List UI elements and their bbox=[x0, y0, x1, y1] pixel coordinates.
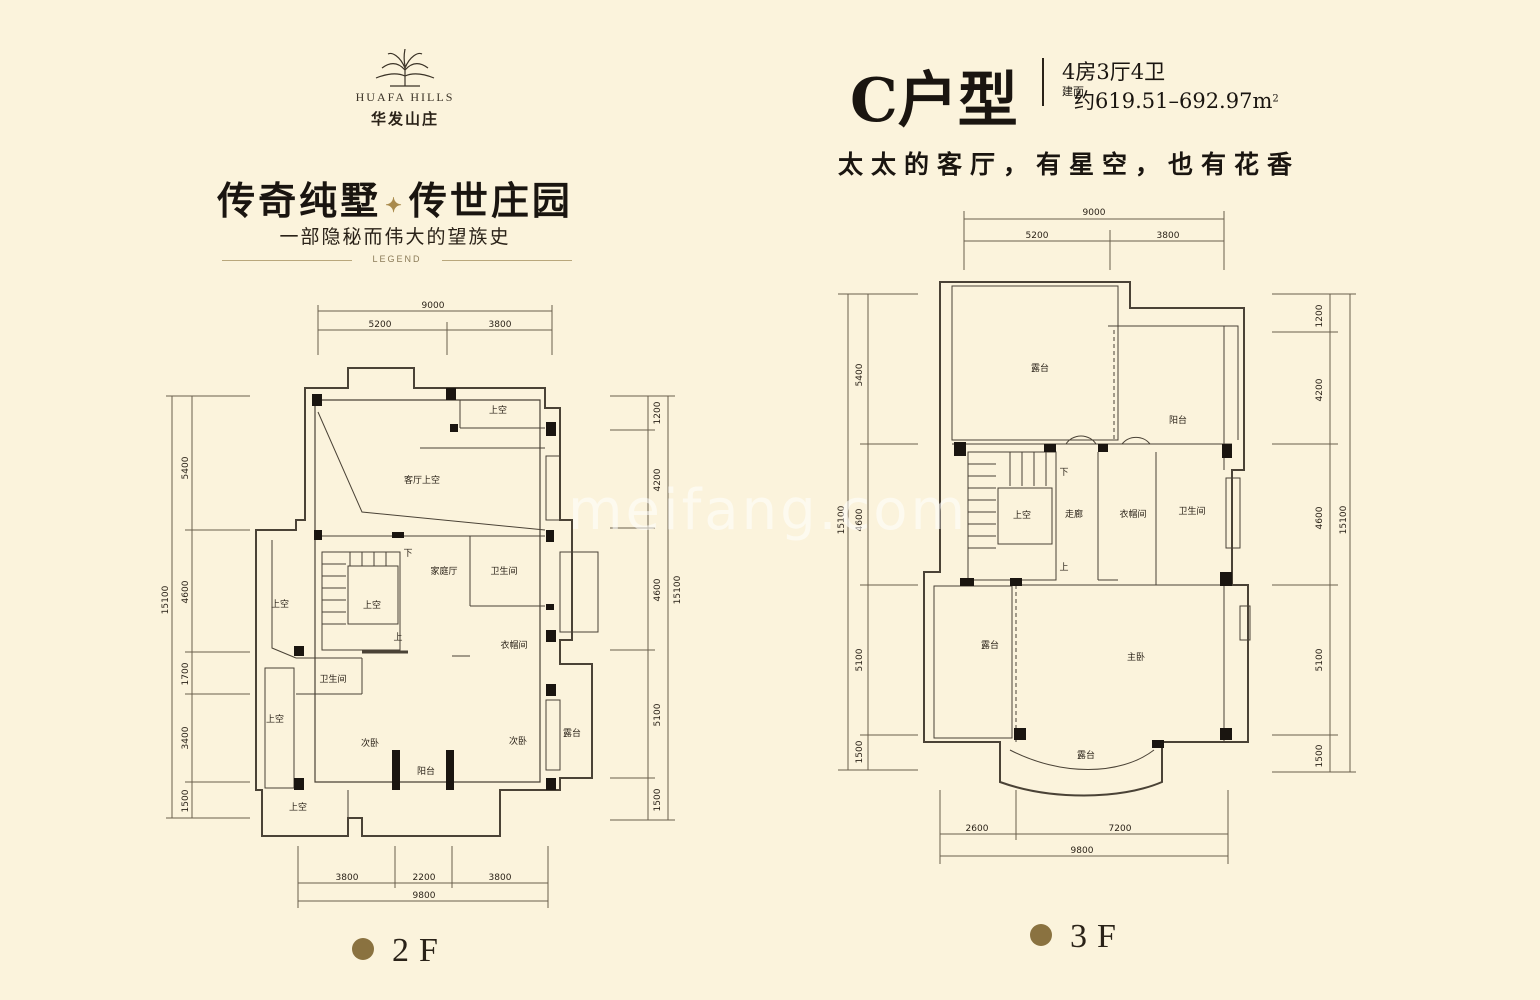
f3-dim-left-d: 1500 bbox=[855, 740, 865, 763]
area-unit-sup: 2 bbox=[1272, 93, 1279, 105]
f2-dim-left-a: 5400 bbox=[181, 456, 191, 479]
f2-room-void-left1: 上空 bbox=[271, 598, 289, 610]
f2-dim-top-b: 3800 bbox=[489, 320, 512, 330]
f2-room-family-hall: 家庭厅 bbox=[430, 565, 457, 577]
f3-dim-left-a: 5400 bbox=[855, 363, 865, 386]
f3-dim-top-b: 3800 bbox=[1157, 231, 1180, 241]
floor2-label: 2F bbox=[352, 932, 448, 970]
brand-name-en: HUAFA HILLS bbox=[355, 90, 455, 104]
f2-dim-left-d: 3400 bbox=[181, 726, 191, 749]
f3-room-corridor: 走廊 bbox=[1065, 508, 1083, 520]
f2-room-closet: 衣帽间 bbox=[500, 639, 527, 651]
unit-tagline: 太太的客厅，有星空，也有花香 bbox=[838, 150, 1301, 179]
f3-dim-bottom-b: 7200 bbox=[1109, 824, 1132, 834]
unit-area: 建面约619.51–692.97m2 bbox=[1062, 85, 1279, 115]
f3-room-balcony: 阳台 bbox=[1169, 414, 1187, 426]
f2-room-bath1: 卫生间 bbox=[490, 565, 517, 577]
f2-dim-bottom-a: 3800 bbox=[336, 873, 359, 883]
slogan-right: 传世庄园 bbox=[408, 178, 573, 223]
f2-dim-bottom-total: 9800 bbox=[413, 891, 436, 901]
f2-dim-right-d: 5100 bbox=[653, 703, 663, 726]
f3-dim-bottom-a: 2600 bbox=[966, 824, 989, 834]
f2-dim-left-b: 4600 bbox=[181, 580, 191, 603]
f2-room-bath2: 卫生间 bbox=[319, 673, 346, 685]
divider-line-right bbox=[442, 260, 572, 261]
area-value: 约619.51–692.97m bbox=[1074, 89, 1273, 113]
tree-logo-icon bbox=[375, 48, 435, 87]
f3-dim-top-a: 5200 bbox=[1026, 231, 1049, 241]
f2-dim-top-a: 5200 bbox=[369, 320, 392, 330]
f3-room-void-stair: 上空 bbox=[1013, 509, 1031, 521]
f3-dim-right-a: 1200 bbox=[1315, 304, 1325, 327]
f2-dim-top-total: 9000 bbox=[422, 301, 445, 311]
f2-stair-up: 上 bbox=[393, 632, 402, 643]
f3-dim-bottom-total: 9800 bbox=[1071, 846, 1094, 856]
unit-rooms: 4房3厅4卫 bbox=[1062, 60, 1166, 84]
floor3-label: 3F bbox=[1030, 918, 1126, 956]
slogan-left: 传奇纯墅 bbox=[217, 178, 382, 223]
f3-dim-right-c: 4600 bbox=[1315, 506, 1325, 529]
floor3-label-text: 3F bbox=[1070, 918, 1126, 955]
f2-dim-right-total: 15100 bbox=[673, 575, 683, 604]
f2-room-bedroom2: 次卧 bbox=[509, 735, 527, 747]
f3-stair-up: 上 bbox=[1059, 562, 1068, 573]
f2-room-living-void: 客厅上空 bbox=[404, 474, 440, 486]
f2-dim-bottom-c: 3800 bbox=[489, 873, 512, 883]
f3-dim-left-c: 5100 bbox=[855, 648, 865, 671]
f2-room-void-top: 上空 bbox=[489, 404, 507, 416]
f3-dim-right-e: 1500 bbox=[1315, 744, 1325, 767]
f2-dim-left-e: 1500 bbox=[181, 789, 191, 812]
f2-dim-right-b: 4200 bbox=[653, 468, 663, 491]
floor2-label-text: 2F bbox=[392, 932, 448, 969]
floor-bullet-icon bbox=[352, 938, 374, 961]
f2-dim-right-c: 4600 bbox=[653, 578, 663, 601]
unit-type-title: C户型 bbox=[850, 66, 1018, 136]
f3-room-terrace-left: 露台 bbox=[981, 639, 999, 651]
legend-divider: LEGEND bbox=[222, 252, 572, 268]
f3-dim-right-d: 5100 bbox=[1315, 648, 1325, 671]
f2-dim-right-a: 1200 bbox=[653, 401, 663, 424]
floor-bullet-icon bbox=[1030, 924, 1052, 947]
diamond-separator-icon: ✦ bbox=[385, 192, 405, 217]
f3-dim-right-b: 4200 bbox=[1315, 378, 1325, 401]
f2-room-terrace: 露台 bbox=[563, 727, 581, 739]
f3-room-terrace-bottom: 露台 bbox=[1077, 749, 1095, 761]
f3-dim-left-total: 15100 bbox=[837, 505, 847, 534]
f2-dim-left-c: 1700 bbox=[181, 662, 191, 685]
f3-room-master: 主卧 bbox=[1127, 651, 1145, 663]
watermark: meifang.com bbox=[568, 478, 969, 543]
brand-name-cn: 华发山庄 bbox=[370, 110, 439, 128]
f2-room-balcony: 阳台 bbox=[417, 765, 435, 777]
f3-dim-top-total: 9000 bbox=[1083, 208, 1106, 218]
area-label: 建面 bbox=[1062, 85, 1084, 98]
f2-room-bedroom1: 次卧 bbox=[361, 737, 379, 749]
f2-dim-left-total: 15100 bbox=[161, 585, 171, 614]
f2-dim-right-e: 1500 bbox=[653, 788, 663, 811]
slogan-title: 传奇纯墅✦传世庄园 bbox=[215, 170, 575, 225]
f2-room-void-left2: 上空 bbox=[266, 713, 284, 725]
title-divider bbox=[1042, 58, 1044, 106]
legend-label: LEGEND bbox=[372, 254, 422, 264]
f2-room-void-bottom: 上空 bbox=[289, 801, 307, 813]
divider-line-left bbox=[222, 260, 352, 261]
f2-room-void-stair: 上空 bbox=[363, 599, 381, 611]
slogan-subtitle: 一部隐秘而伟大的望族史 bbox=[279, 226, 511, 248]
f2-stair-down: 下 bbox=[403, 549, 412, 559]
f3-room-bath: 卫生间 bbox=[1178, 505, 1205, 517]
f3-room-terrace-top: 露台 bbox=[1031, 362, 1049, 374]
f2-dim-bottom-b: 2200 bbox=[413, 873, 436, 883]
f3-dim-left-b: 4600 bbox=[855, 508, 865, 531]
brand-logo: HUAFA HILLS 华发山庄 bbox=[340, 48, 470, 129]
f3-room-closet: 衣帽间 bbox=[1119, 508, 1146, 520]
f3-stair-down: 下 bbox=[1059, 468, 1068, 478]
f3-dim-right-total: 15100 bbox=[1339, 505, 1349, 534]
